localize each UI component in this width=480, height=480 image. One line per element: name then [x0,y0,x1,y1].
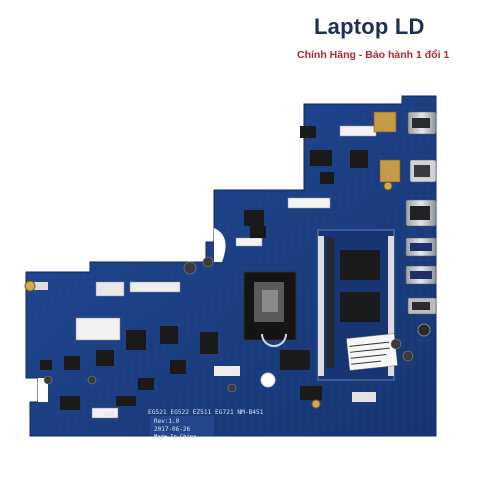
ram-slot [317,229,398,381]
maker-mark: HSB [104,412,115,418]
brand-subtitle: Chính Hãng - Bảo hành 1 đổi 1 [297,49,450,61]
screw-holes [24,181,393,409]
board-date: 2017-06-26 [154,426,191,433]
cpu-chip [243,271,297,347]
components [34,126,376,410]
board-revision: Rev:1.0 [154,418,180,425]
board-model-code: EG521 EG522 EZ511 EG721 NM-B451 [148,409,264,416]
board-origin: Made In China [154,434,196,440]
capacitors [43,256,414,393]
io-ports [405,111,437,337]
brand-title: Laptop LD [314,14,425,39]
